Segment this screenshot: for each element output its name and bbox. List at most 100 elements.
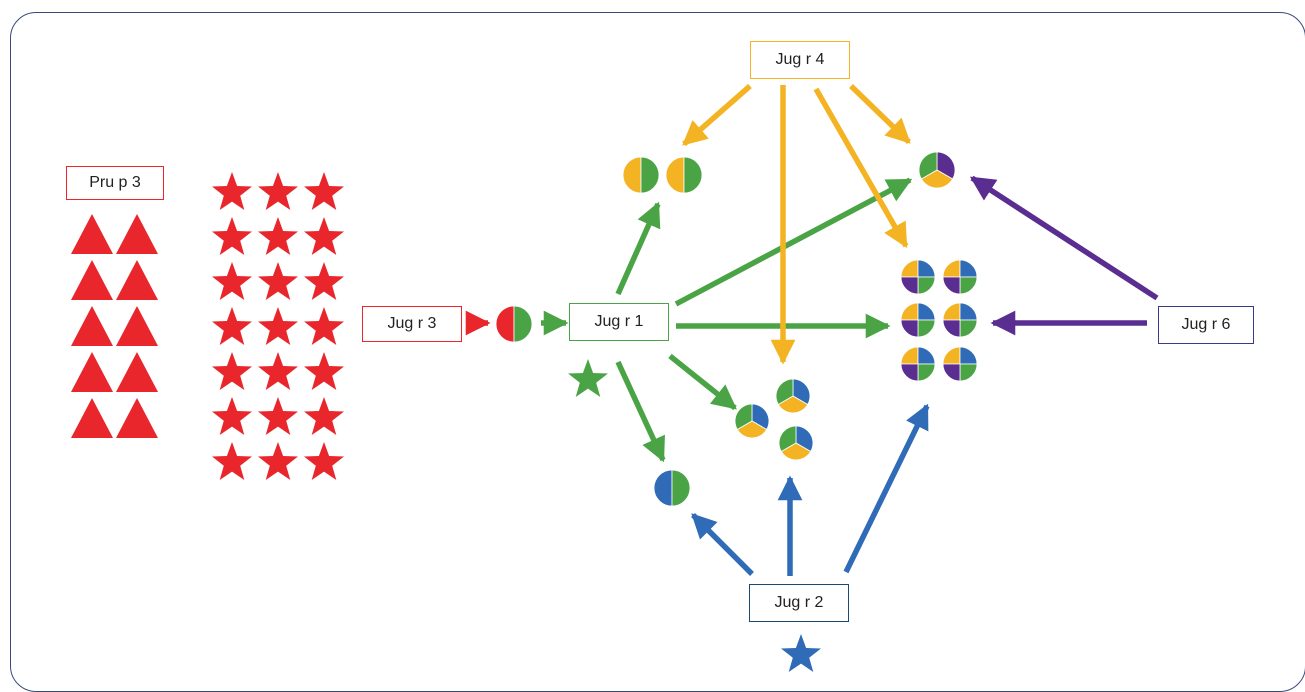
green-arrow — [615, 360, 666, 463]
pie-sector — [917, 363, 936, 382]
allergen-circle — [900, 302, 936, 338]
pie-sector — [959, 346, 978, 365]
pie-sector — [917, 346, 936, 365]
star-icon — [212, 397, 252, 435]
pie-sector — [777, 395, 809, 414]
star-icon — [304, 352, 344, 390]
pie-sector — [959, 363, 978, 382]
star-icon — [212, 307, 252, 345]
green-arrow — [615, 201, 661, 296]
star-icon — [304, 442, 344, 480]
marker-stars — [568, 359, 821, 672]
label-prueba: Pru p 3 — [66, 166, 164, 200]
pie-sector — [942, 259, 961, 278]
triangle-icon — [71, 398, 113, 438]
pie-sector — [513, 305, 533, 343]
pie-sector — [734, 403, 753, 431]
label-jugr3: Jug r 3 — [362, 306, 462, 342]
pie-sector — [495, 305, 515, 343]
star-icon — [304, 217, 344, 255]
pie-sector — [778, 425, 797, 453]
pie-sector — [917, 259, 936, 278]
allergen-circle — [900, 259, 936, 295]
pie-sector — [665, 156, 685, 194]
allergen-circle — [942, 302, 978, 338]
green-arrow — [668, 353, 737, 411]
star-group — [212, 172, 344, 480]
orange-arrow — [813, 87, 909, 249]
triangle-icon — [116, 398, 158, 438]
pie-sector — [900, 346, 919, 365]
pie-sector — [942, 302, 961, 321]
pie-sector — [917, 319, 936, 338]
pie-sector — [959, 302, 978, 321]
star-icon — [304, 307, 344, 345]
allergen-circle — [775, 378, 811, 414]
triangle-icon — [116, 214, 158, 254]
triangle-icon — [71, 260, 113, 300]
allergen-circle — [665, 156, 703, 194]
orange-arrow — [682, 83, 752, 147]
blue-arrow — [691, 513, 754, 576]
star-icon — [304, 172, 344, 210]
pie-sector — [780, 442, 812, 461]
triangle-icon — [116, 260, 158, 300]
pie-sector — [918, 151, 938, 180]
allergen-circle — [495, 305, 533, 343]
pie-sector — [900, 259, 919, 278]
allergen-circle — [653, 469, 691, 507]
circle-group — [495, 151, 978, 507]
star-icon — [258, 352, 298, 390]
star-icon — [212, 352, 252, 390]
pie-sector — [942, 363, 961, 382]
pie-sector — [920, 169, 954, 189]
label-jugr2: Jug r 2 — [749, 584, 849, 622]
star-icon — [212, 442, 252, 480]
pie-sector — [942, 319, 961, 338]
triangle-icon — [71, 306, 113, 346]
green-arrow — [674, 177, 913, 307]
blue-arrow — [843, 403, 930, 574]
blue-star-icon — [781, 634, 821, 672]
star-icon — [212, 172, 252, 210]
allergen-circle — [900, 346, 936, 382]
triangle-icon — [116, 306, 158, 346]
star-icon — [258, 442, 298, 480]
pie-sector — [683, 156, 703, 194]
pie-sector — [917, 276, 936, 295]
star-icon — [258, 217, 298, 255]
purple-arrow — [969, 175, 1159, 301]
green-star-icon — [568, 359, 608, 397]
triangle-icon — [116, 352, 158, 392]
pie-sector — [900, 302, 919, 321]
star-icon — [258, 172, 298, 210]
triangle-group — [71, 214, 158, 438]
allergen-circle — [942, 259, 978, 295]
label-jugr6: Jug r 6 — [1158, 306, 1254, 344]
pie-sector — [900, 276, 919, 295]
pie-sector — [959, 259, 978, 278]
pie-sector — [942, 276, 961, 295]
star-icon — [304, 397, 344, 435]
star-icon — [212, 217, 252, 255]
star-icon — [258, 307, 298, 345]
allergen-circle — [918, 151, 956, 189]
pie-sector — [959, 319, 978, 338]
pie-sector — [736, 420, 768, 439]
star-icon — [304, 262, 344, 300]
pie-sector — [917, 302, 936, 321]
label-jugr1: Jug r 1 — [569, 303, 669, 341]
triangle-icon — [71, 352, 113, 392]
allergen-circle — [778, 425, 814, 461]
star-icon — [258, 397, 298, 435]
orange-arrow — [849, 84, 911, 144]
pie-sector — [671, 469, 691, 507]
allergen-circle — [942, 346, 978, 382]
pie-sector — [622, 156, 642, 194]
pie-sector — [900, 363, 919, 382]
allergen-circle — [734, 403, 770, 439]
allergen-circle — [622, 156, 660, 194]
label-jugr4: Jug r 4 — [750, 41, 850, 79]
pie-sector — [942, 346, 961, 365]
